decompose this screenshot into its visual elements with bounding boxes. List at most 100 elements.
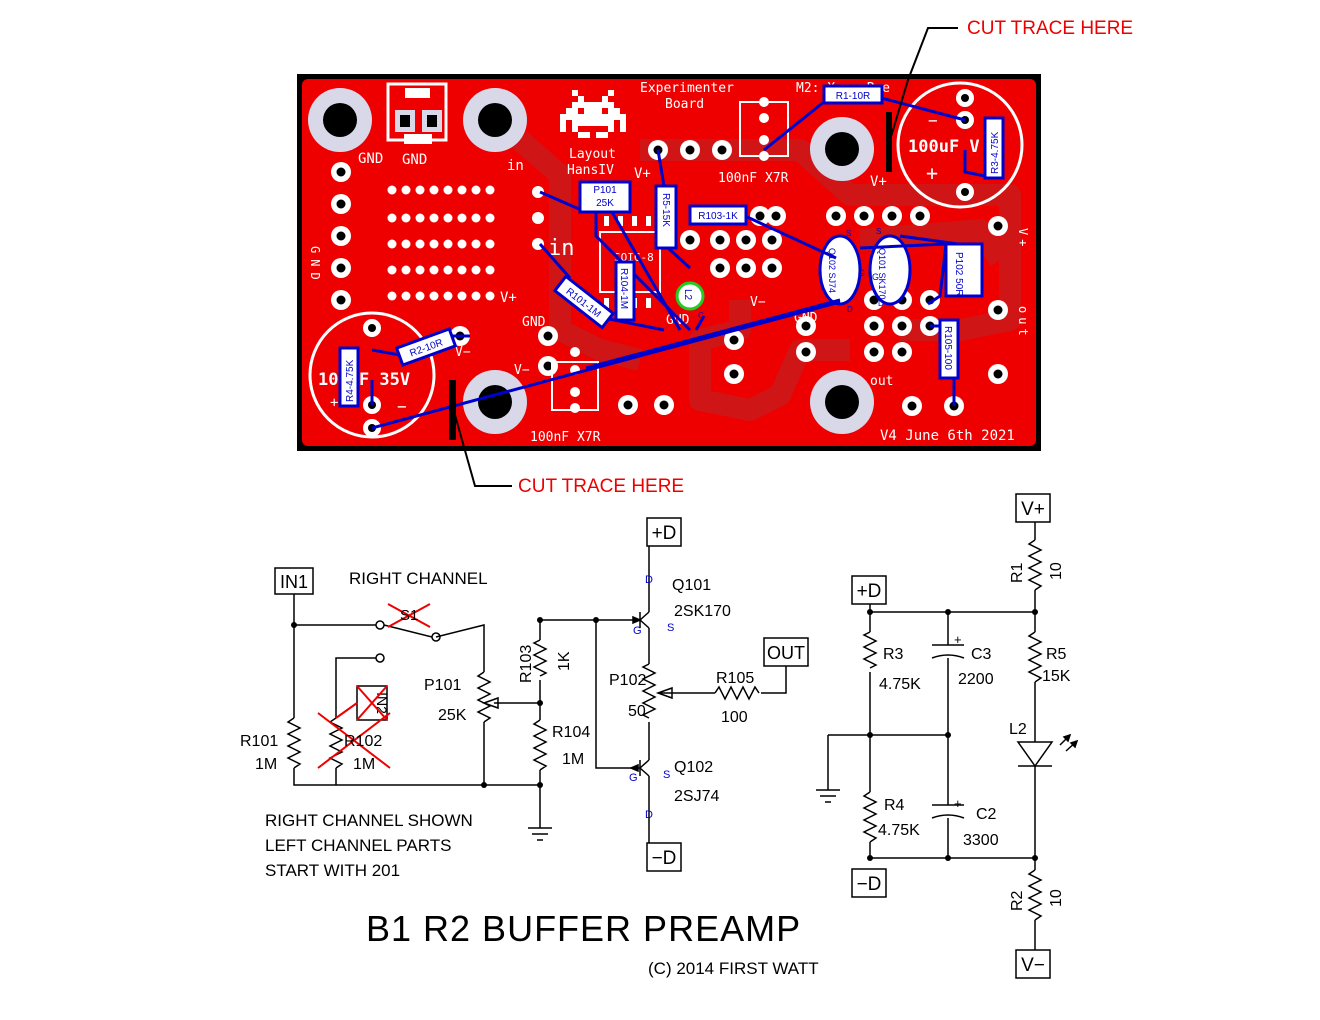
silk-minus-r: − (928, 111, 938, 130)
silk-vplus2: V+ (870, 174, 887, 190)
cut-leader-bottom (454, 414, 512, 487)
r4-ref: R4 (884, 797, 905, 814)
r2-value: 10 (1048, 889, 1065, 907)
s1-label: S1 (400, 607, 418, 624)
junction-dots (291, 609, 1038, 861)
r104-label: R104-1M (618, 268, 629, 309)
q102-ref: Q102 (674, 759, 713, 776)
p102-symbol (641, 663, 657, 719)
psu-minus-d-box: −D (857, 874, 882, 895)
copyright: (C) 2014 FIRST WATT (648, 959, 819, 978)
r1-label: R1-10R (836, 91, 870, 102)
ground-symbols (528, 789, 840, 841)
silk-gnd-right: GND (794, 311, 818, 326)
vplus-box: V+ (1021, 499, 1045, 520)
cut-bar-bottom (449, 380, 456, 440)
schematic-labels: RIGHT CHANNEL S1 P101 25K R103 1K R104 1… (240, 562, 1071, 978)
silk-plus-l: + (330, 395, 338, 411)
capacitor-symbols (931, 644, 965, 819)
pin-c: C (698, 311, 704, 320)
q101-type: 2SK170 (674, 603, 731, 620)
q101-label: Q101 SK170 (877, 248, 887, 300)
p101-wiper (481, 696, 499, 710)
r1-ref: R1 (1009, 562, 1026, 583)
c2-plus: + (954, 796, 962, 811)
silk-gnd1: GND (358, 151, 383, 167)
r4-label: R4-4.75K (345, 359, 356, 402)
silk-vplus1: V+ (634, 166, 651, 182)
r102-value: 1M (353, 756, 375, 773)
silk-out-side: out (1016, 306, 1030, 340)
big-cap-right-outline (896, 81, 1024, 209)
note-line-1: RIGHT CHANNEL SHOWN (265, 811, 473, 830)
pin-d2: D (878, 299, 884, 308)
wire-connections (370, 93, 996, 430)
p102-value: 50 (628, 703, 646, 720)
q102-label: Q102 SJ74 (827, 248, 837, 293)
p102-wiper (655, 686, 673, 700)
r1-value: 10 (1048, 562, 1065, 580)
r104-ref: R104 (552, 724, 590, 741)
r4-value: 4.75K (878, 822, 920, 839)
silk-big-cap-left: 100uF 35V (318, 370, 410, 390)
part-labels: P101 25K R5-15K R103-1K R1-10R R3-4.75K … (338, 84, 1005, 408)
p101-value: 25K (438, 707, 467, 724)
l2-label: L2 (682, 289, 693, 301)
p101-symbol (476, 671, 492, 723)
r2-ref: R2 (1009, 890, 1026, 911)
cut-bar-top (886, 112, 892, 172)
p102-ref: P102 (609, 672, 646, 689)
silk-layout: Layout (569, 147, 616, 162)
r103-value: 1K (556, 651, 573, 671)
r5-label: R5-15K (660, 193, 671, 227)
out-box: OUT (767, 643, 805, 663)
silk-gnd-mid: GND (522, 315, 546, 330)
r3-symbol (862, 631, 878, 669)
silk-gnd-side: GND (308, 246, 322, 286)
r101-ref: R101 (240, 733, 278, 750)
r105-ref: R105 (716, 670, 754, 687)
silk-plus-r: + (926, 161, 938, 185)
note-line-3: START WITH 201 (265, 861, 400, 880)
silk-minus-l: − (397, 397, 407, 416)
c2-ref: C2 (976, 806, 997, 823)
r4-symbol (862, 791, 878, 843)
r103-symbol (532, 639, 548, 677)
r104-value: 1M (562, 751, 584, 768)
c2-value: 3300 (963, 832, 999, 849)
r102-ref: R102 (344, 733, 382, 750)
silk-vminus1: V− (750, 295, 766, 310)
r105-label: R105-100 (942, 326, 953, 370)
pad-grid (387, 185, 495, 301)
pin-d1: D (847, 305, 853, 314)
pin-s2: S (876, 227, 881, 236)
plus-d-top-box: +D (652, 523, 677, 544)
space-invader-logo (560, 90, 626, 138)
vminus-box: V− (1021, 955, 1045, 976)
c3-ref: C3 (971, 646, 992, 663)
led-l2-symbol (1016, 733, 1079, 768)
silk-cap-top: 100nF X7R (718, 171, 789, 186)
r5-symbol (1027, 631, 1043, 683)
mounting-holes (308, 88, 874, 434)
silk-board: Board (665, 97, 704, 112)
right-channel-label: RIGHT CHANNEL (349, 569, 488, 588)
cut-trace-markers: CUT TRACE HERE CUT TRACE HERE (449, 18, 1133, 497)
silk-gnd2: GND (402, 152, 427, 168)
in2-jack: IN2 (335, 685, 390, 721)
p101-value: 25K (596, 198, 614, 209)
q101-body (868, 234, 912, 306)
silk-in1: in (507, 158, 524, 174)
r103-label: R103-1K (698, 211, 738, 222)
cut-label-top: CUT TRACE HERE (967, 18, 1133, 39)
switch-s1-symbol (375, 603, 441, 663)
r3-label: R3-4.75K (990, 131, 1001, 174)
terminal-block (386, 82, 448, 144)
q102-d-pin: D (645, 809, 653, 821)
boxed-labels: IN1 +D −D OUT +D −D V+ V− (274, 493, 1051, 979)
r3-ref: R3 (883, 646, 904, 663)
silk-version: V4 June 6th 2021 (880, 428, 1015, 444)
p101-ref: P101 (424, 677, 461, 694)
r3-value: 4.75K (879, 676, 921, 693)
